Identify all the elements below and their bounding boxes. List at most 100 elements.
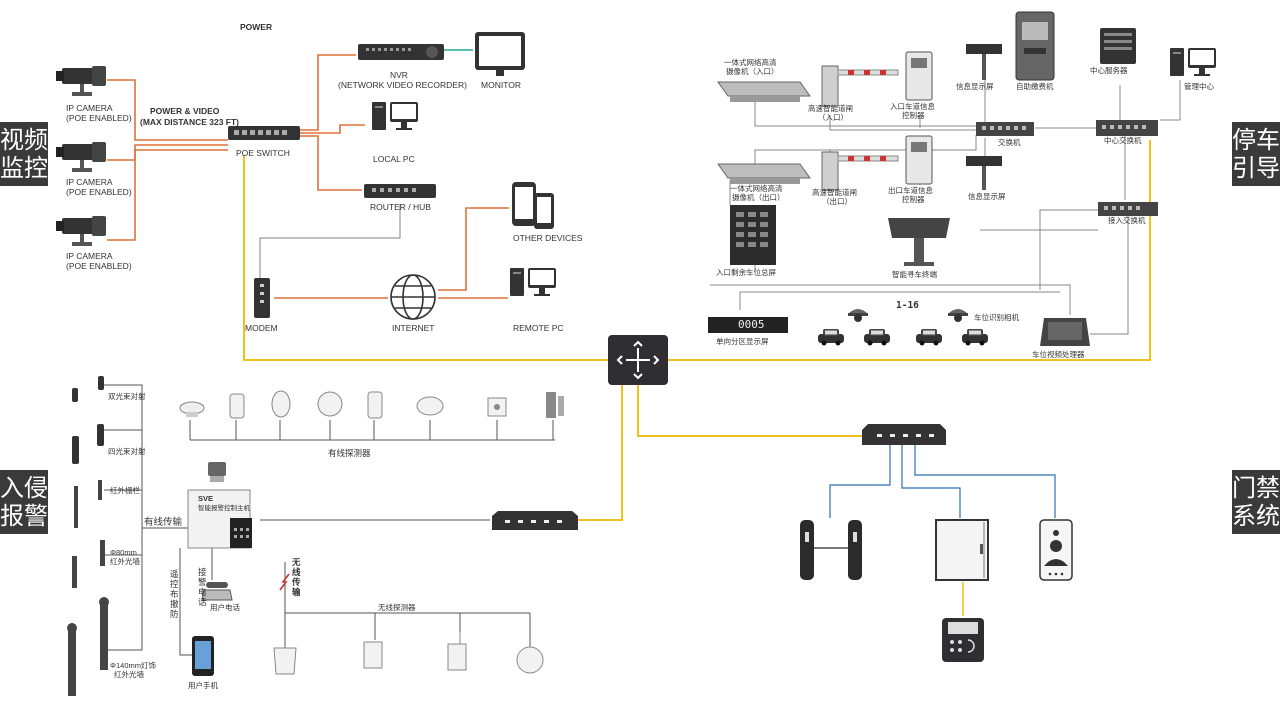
panel-title: 智能报警控制主机 [198, 505, 250, 512]
video-intercom-icon [1039, 519, 1073, 581]
terminal-label: 智能寻车终端 [892, 270, 937, 279]
kiosk-icon [1015, 11, 1055, 81]
exit-camera-sub: 摄像机（出口） [732, 193, 785, 202]
fence-140-label: Φ140mm灯饰 [110, 661, 156, 670]
info-screen-icon [966, 44, 1002, 80]
video-processor-icon [1040, 318, 1090, 346]
router-icon [364, 184, 436, 198]
server-icon [1100, 28, 1136, 64]
management-label: 管理中心 [1184, 82, 1214, 91]
car-icon [962, 329, 988, 346]
keypad-reader-icon [942, 618, 984, 662]
ir-fence-icon [67, 480, 109, 696]
network-switch-icon [976, 122, 1034, 136]
switch-label: 交换机 [998, 138, 1021, 147]
network-switch-icon [1098, 202, 1158, 216]
wired-detectors-label: 有线探测器 [328, 448, 371, 458]
telephone-icon [201, 582, 233, 601]
quad-beam-label: 四光束对射 [108, 447, 146, 456]
ip-camera-label: IP CAMERA [66, 251, 113, 261]
smoke-detector-icon [516, 646, 544, 674]
smoke-detector-icon [179, 401, 205, 417]
user-phone-label: 用户电话 [210, 603, 240, 612]
power-video-label: POWER & VIDEO [150, 106, 220, 116]
remote-arm-label: 遥控布撤防 [170, 570, 179, 620]
car-icon [818, 329, 844, 346]
internet-label: INTERNET [392, 323, 435, 333]
wireless-transmission-label: 无线传输 [292, 558, 301, 598]
entry-gate-sub: （入口） [818, 113, 848, 122]
ip-camera-sub: (POE ENABLED) [66, 187, 132, 197]
fence-80-label: Φ80mm [110, 548, 137, 557]
monitor-icon [475, 32, 525, 76]
local-pc-label: LOCAL PC [373, 154, 415, 164]
ip-camera-label: IP CAMERA [66, 177, 113, 187]
zone-display-value: 0005 [738, 318, 765, 331]
intrusion-alarm-tag: 入侵报警 [0, 470, 48, 534]
dome-camera-icon [848, 309, 868, 322]
turnstile-icon [800, 520, 862, 580]
car-finder-terminal-icon [888, 218, 950, 266]
exit-info-screen-label: 信息显示屏 [968, 192, 1006, 201]
nvr-icon [358, 44, 444, 60]
entry-controller-label: 入口车道信息 [890, 102, 935, 111]
barrier-gate-icon [821, 65, 899, 107]
door-contact-icon [546, 392, 564, 418]
poe-switch-icon [228, 126, 300, 140]
ip-camera-label: IP CAMERA [66, 103, 113, 113]
smoke-detector-icon [416, 396, 444, 416]
network-switch-icon [492, 511, 578, 530]
ip-camera-icon [56, 66, 106, 96]
car-icon [916, 329, 942, 346]
fence-80-sub: 红外光墙 [110, 557, 140, 566]
zone-display-label: 单向分区显示屏 [716, 337, 769, 346]
entry-camera-label: 一体式网络高清 [724, 58, 777, 67]
panel-brand: SVE [198, 494, 214, 503]
access-links [829, 445, 1056, 518]
access-switch-label: 接入交换机 [1108, 216, 1146, 225]
ip-camera-icon [56, 142, 106, 172]
exit-gate-label: 高速智能道闸 [812, 188, 857, 197]
modem-label: MODEM [245, 323, 278, 333]
entry-controller-sub: 控制器 [902, 111, 925, 120]
remain-screen-label: 入口剩余车位总屏 [716, 268, 776, 277]
monitor-label: MONITOR [481, 80, 521, 90]
exit-camera-label: 一体式网络高清 [730, 184, 783, 193]
parking-guidance-tag: 停车引导 [1232, 122, 1280, 186]
barrier-gate-icon [821, 151, 899, 191]
network-switch-icon [1096, 120, 1158, 136]
smartphone-icon [192, 636, 214, 676]
wireless-detectors-label: 无线探测器 [378, 603, 416, 612]
user-mobile-label: 用户手机 [188, 681, 218, 690]
remain-space-screen-icon [730, 205, 776, 265]
nvr-sub: (NETWORK VIDEO RECORDER) [338, 80, 467, 90]
exit-controller-sub: 控制器 [902, 195, 925, 204]
fence-140-sub: 红外光墙 [114, 670, 144, 679]
entry-camera-sub: 摄像机（入口） [726, 67, 779, 76]
beam-detector-icon [72, 376, 104, 464]
cctv-links [107, 54, 509, 299]
parking-camera-icon [717, 163, 811, 184]
ir-fence-label: 红外栅栏 [110, 486, 140, 495]
emergency-button-icon [487, 397, 507, 417]
pir-detector-icon [229, 393, 245, 419]
smoke-detector-icon [317, 391, 343, 417]
exit-gate-sub: （出口） [822, 197, 852, 206]
ip-camera-sub: (POE ENABLED) [66, 113, 132, 123]
power-label: POWER [240, 22, 273, 32]
modem-icon [254, 278, 270, 318]
other-devices-label: OTHER DEVICES [513, 233, 583, 243]
kiosk-label: 自助缴费机 [1016, 82, 1054, 91]
car-icon [864, 329, 890, 346]
intrusion-links [104, 384, 555, 656]
alarm-panel-icon [187, 489, 252, 549]
globe-icon [390, 274, 436, 320]
lpr-camera-label: 车位识别相机 [974, 313, 1019, 322]
desktop-pc-icon [510, 268, 556, 296]
dome-camera-icon [948, 309, 968, 322]
pir-detector-icon [271, 390, 291, 418]
nvr-label: NVR [390, 70, 408, 80]
access-control-tag: 门禁系统 [1232, 470, 1280, 534]
entry-gate-label: 高速智能道闸 [808, 104, 853, 113]
